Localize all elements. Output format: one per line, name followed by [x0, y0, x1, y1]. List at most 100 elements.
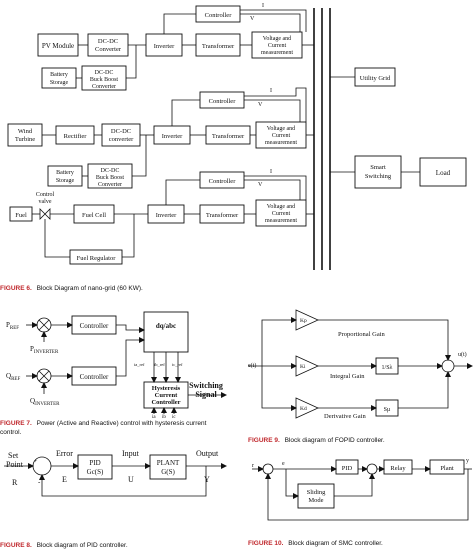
figure-7-connectors — [26, 322, 227, 414]
row1-connectors — [76, 9, 314, 79]
ia-label: ia — [152, 415, 156, 420]
dcdc-2-label: DC-DC — [111, 128, 131, 135]
current-signal-label-3: I — [270, 169, 272, 175]
figure-9-caption-text: Block diagram of FOPID controller. — [285, 437, 385, 444]
buck-boost-label-3: Converter — [92, 84, 116, 90]
output-label: Output — [196, 449, 219, 458]
smart-switching-label-2: Switching — [365, 173, 392, 180]
figure-10-caption-text: Block diagram of SMC controller. — [288, 540, 383, 547]
inverter-2-label: Inverter — [162, 133, 183, 140]
kp-label: Kp — [300, 318, 307, 324]
u-label: U — [128, 475, 134, 484]
voltage-signal-label-2: V — [258, 102, 263, 108]
transformer-2-label: Transformer — [212, 133, 245, 140]
controller-2-label: Controller — [209, 98, 237, 105]
p-controller-label: Controller — [80, 322, 109, 330]
measurement-label-1: Voltage and — [263, 36, 291, 42]
figure-7-caption-text-2: control. — [0, 429, 22, 436]
ic-label: ic — [172, 415, 176, 420]
figure-9-caption: FIGURE 9. Block diagram of FOPID control… — [248, 437, 385, 444]
figure-10-connectors — [252, 466, 472, 521]
measurement-2-label-1: Voltage and — [267, 126, 295, 132]
pid-block — [77, 454, 113, 480]
row-pv: PV Module DC-DC Converter Inverter Trans… — [37, 3, 314, 91]
plus-sign: + — [34, 459, 38, 465]
error-label: Error — [56, 449, 73, 458]
y-output-label: y — [466, 458, 469, 464]
figure-6-nano-grid: PV Module DC-DC Converter Inverter Trans… — [0, 3, 467, 292]
smc-summing-junction-1 — [262, 463, 274, 475]
r-input-label: r — [252, 463, 254, 469]
p-ref-label: PREF — [6, 321, 19, 331]
pid-transfer-label: Gc(S) — [87, 468, 104, 476]
row3-connectors — [32, 175, 314, 258]
ib-label: ib — [162, 415, 166, 420]
r-label: R — [12, 478, 18, 487]
figure-8-caption-text: Block diagram of PID controller. — [37, 542, 128, 549]
smart-switching-label-1: Smart — [370, 164, 386, 171]
fuel-cell-label: Fuel Cell — [82, 212, 106, 219]
ic-ref-label: ic_ref — [172, 362, 183, 367]
measurement-2-label-3: measurement — [265, 140, 297, 146]
derivative-operator-label: Sµ — [384, 407, 391, 413]
set-point-label-2: Point — [6, 460, 24, 469]
control-valve-label-1: Control — [36, 192, 55, 198]
kd-label: Kd — [300, 406, 307, 412]
fuel-regulator-label: Fuel Regulator — [77, 255, 117, 262]
e-t-label: e(t) — [248, 362, 256, 369]
figure-7-caption: FIGURE 7. Power (Active and Reactive) co… — [0, 420, 207, 427]
pid-label: PID — [89, 459, 100, 467]
figure-9-connectors — [248, 317, 473, 411]
row-wind: Wind Turbine Rectifier DC-DC converter I… — [7, 87, 314, 189]
fopid-summing-junction — [441, 359, 455, 373]
figure-10-smc: r e Sliding Mode PID Relay Plant y FIGUR… — [248, 458, 472, 547]
p-inverter-label: PINVERTER — [30, 345, 59, 355]
figure-6-number: FIGURE 6. — [0, 285, 32, 292]
row-fuel-cell: Fuel Control valve Fuel Cell Inverter Tr… — [9, 169, 314, 265]
figure-7-power-control: PREF PINVERTER Controller QREF QINVERTER… — [0, 311, 227, 436]
buck-boost-2-label-1: DC-DC — [101, 168, 120, 174]
transformer-label: Transformer — [202, 43, 235, 50]
figure-8-pid: Set Point R + - Error E PID Gc(S) Input … — [0, 449, 227, 549]
figure-6-caption-text: Block Diagram of nano-grid (60 KW). — [37, 285, 143, 292]
figure-10-number: FIGURE 10. — [248, 540, 284, 547]
ib-ref-label: ib_ref — [154, 362, 165, 367]
u-t-label: u(t) — [458, 351, 467, 358]
dcdc-2-label-2: converter — [109, 136, 134, 143]
control-valve-label-2: valve — [39, 199, 52, 205]
inverter-3-label: Inverter — [156, 212, 177, 219]
dcdc-label-2: Converter — [95, 46, 122, 53]
measurement-3-label-1: Voltage and — [267, 204, 295, 210]
q-controller-label: Controller — [80, 373, 109, 381]
battery-2-label-1: Battery — [56, 170, 74, 176]
rectifier-label: Rectifier — [64, 133, 88, 140]
hysteresis-label-3: Controller — [151, 399, 180, 406]
e-signal-label: e — [282, 461, 285, 467]
buck-boost-2-label-2: Buck Boost — [96, 175, 125, 181]
integral-operator-label: 1/Sλ — [382, 365, 393, 371]
smc-pid-label: PID — [342, 465, 353, 472]
derivative-gain-label: Derivative Gain — [324, 413, 366, 420]
sliding-mode-label-1: Sliding — [307, 489, 327, 496]
battery-2-label-2: Storage — [56, 178, 75, 184]
dq-abc-label: dq/abc — [156, 322, 176, 330]
q-inverter-label: QINVERTER — [30, 397, 60, 407]
dcdc-label: DC-DC — [98, 38, 118, 45]
utility-grid-label: Utility Grid — [360, 75, 391, 82]
current-signal-label-2: I — [270, 88, 272, 94]
switching-signal-label-2: Signal — [195, 390, 217, 399]
fuel-label: Fuel — [15, 212, 27, 219]
figure-6-caption: FIGURE 6. Block Diagram of nano-grid (60… — [0, 285, 143, 292]
measurement-2-label-2: Current — [272, 133, 291, 139]
measurement-label-2: Current — [268, 43, 287, 49]
pv-module-label: PV Module — [42, 42, 74, 50]
measurement-3-label-2: Current — [272, 211, 291, 217]
control-valve-icon — [39, 208, 51, 220]
controller-label: Controller — [205, 12, 233, 19]
buck-boost-label-2: Buck Boost — [90, 77, 119, 83]
measurement-3-label-3: measurement — [265, 218, 297, 224]
proportional-gain-label: Proportional Gain — [338, 331, 386, 338]
set-point-label-1: Set — [8, 451, 19, 460]
figure-8-connectors — [4, 463, 227, 497]
